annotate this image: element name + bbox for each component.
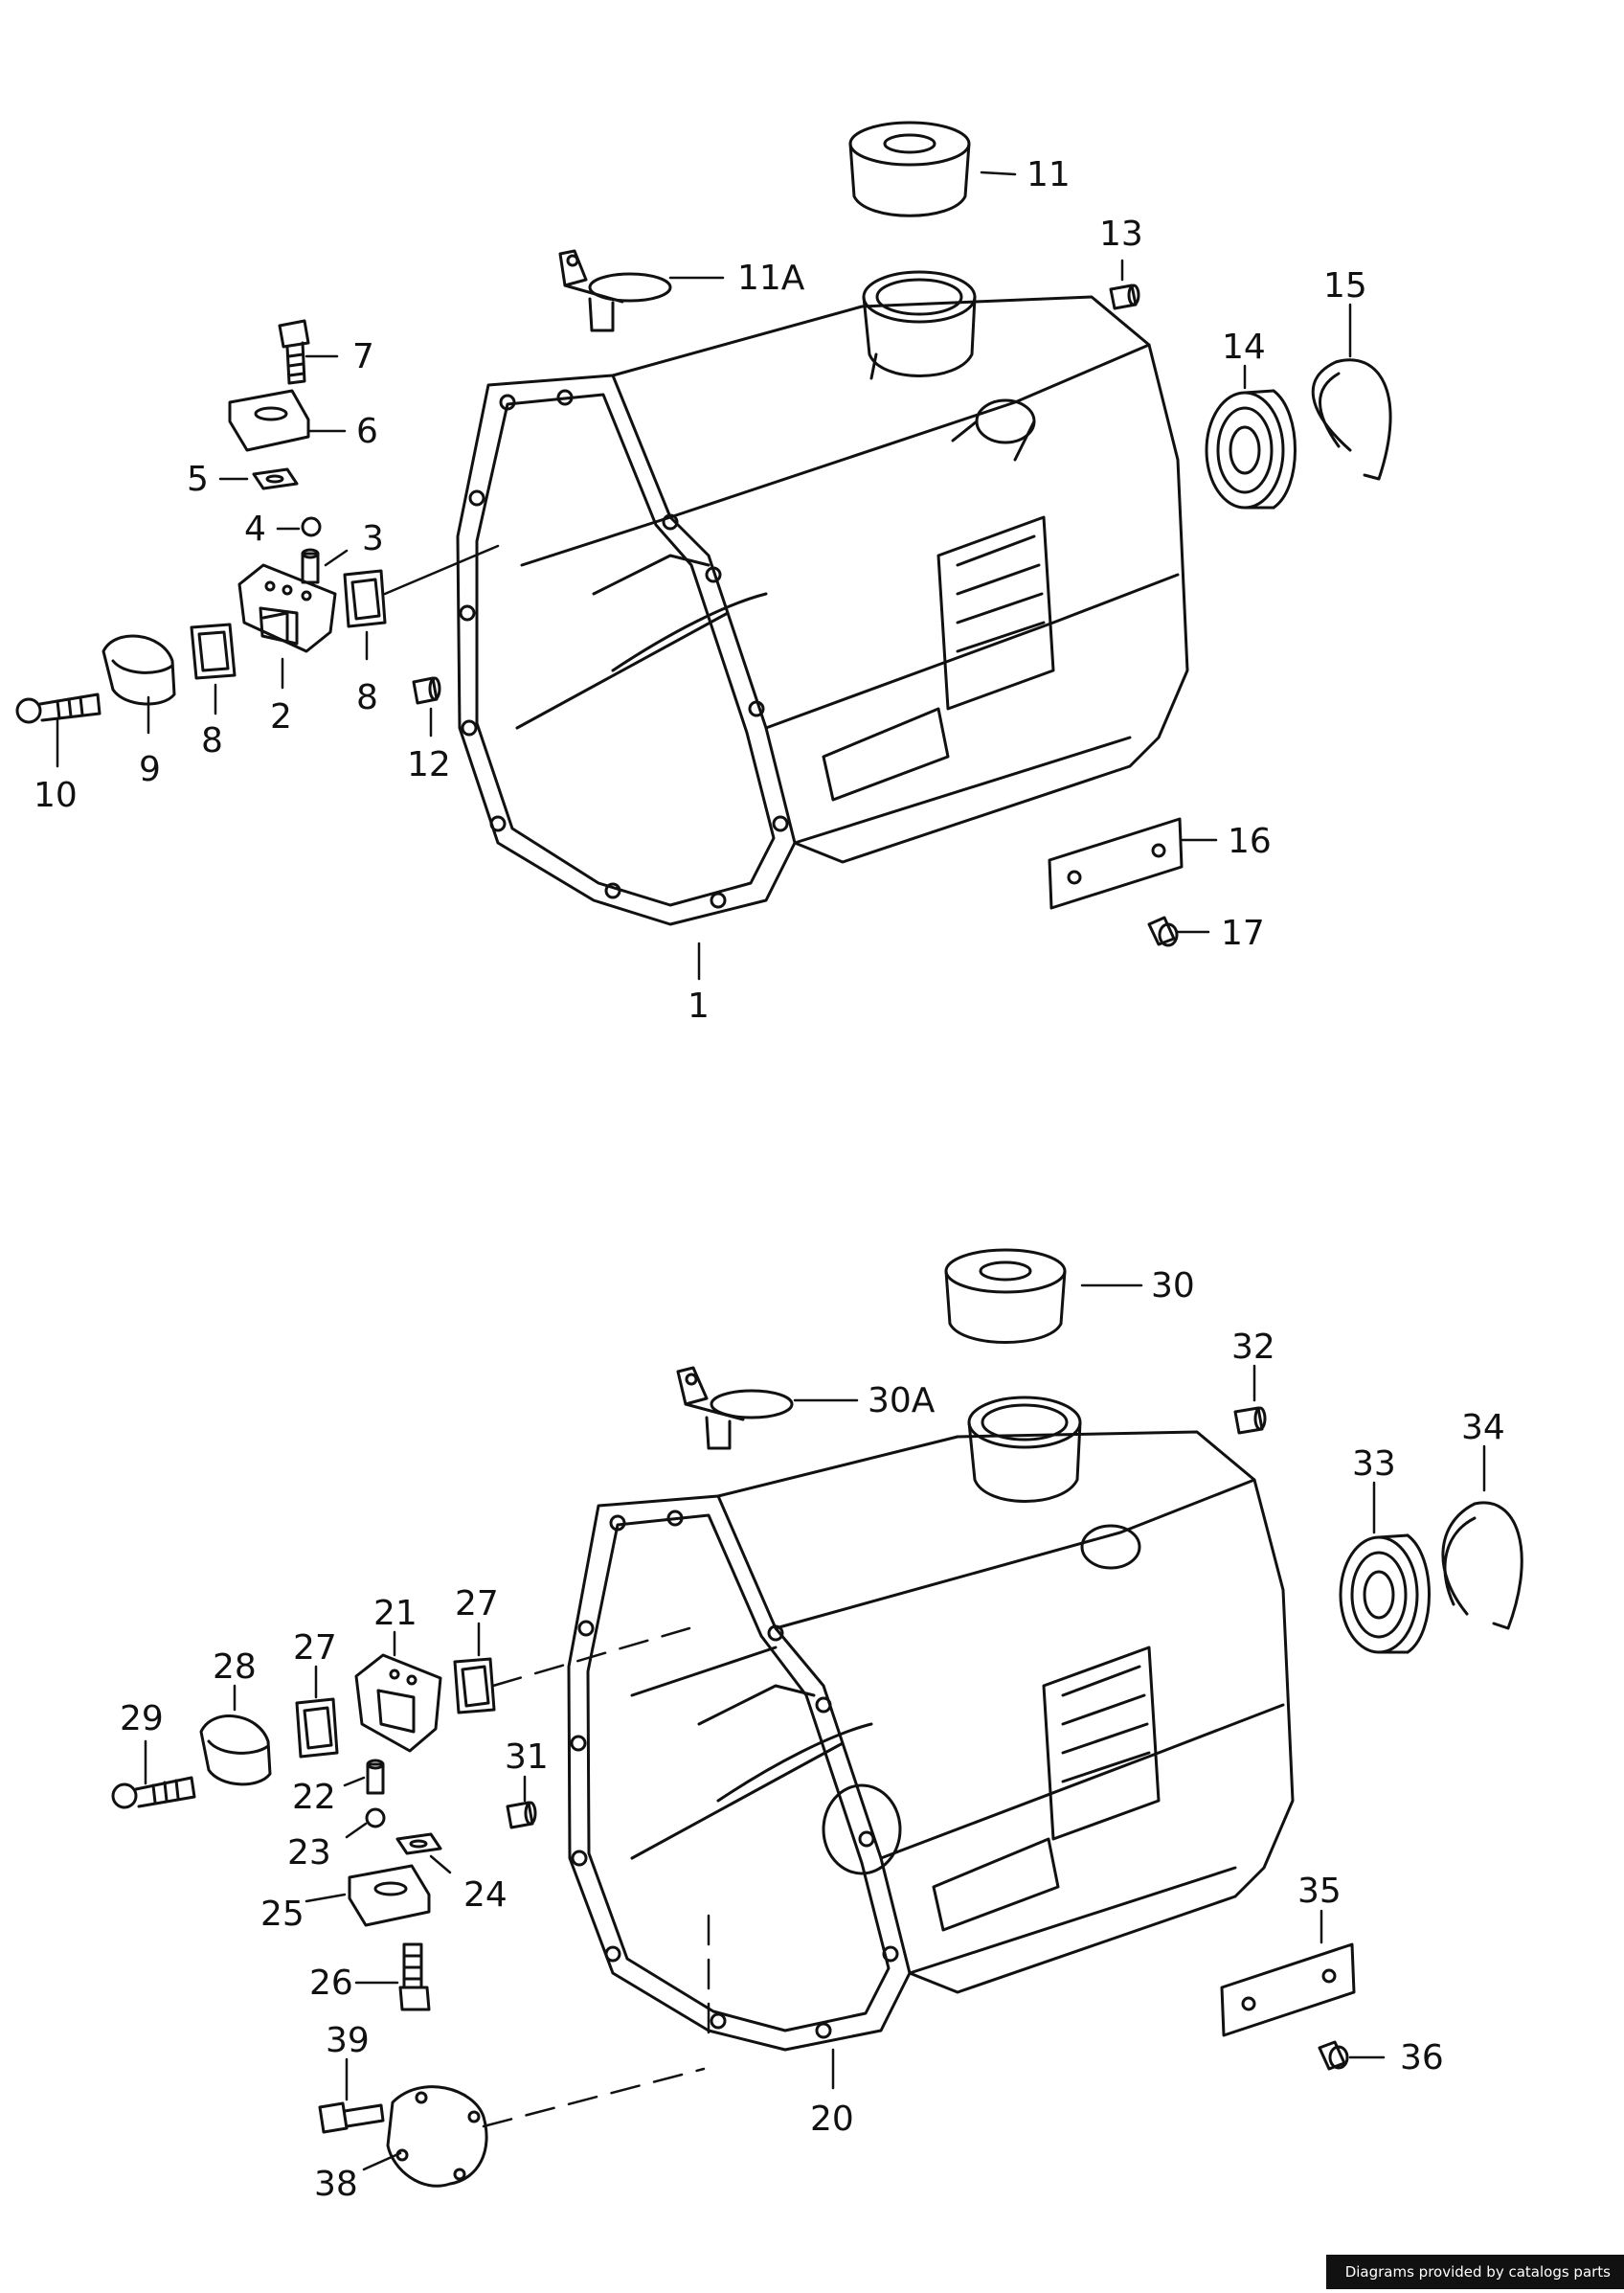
ball-23: [365, 1807, 386, 1828]
dowel-pin-13: [1109, 284, 1140, 310]
callout-label: 14: [1222, 328, 1266, 367]
dowel-pin-12: [412, 676, 441, 705]
callout-label: 27: [455, 1584, 499, 1623]
dowel-pin-31: [506, 1801, 537, 1829]
detent-pin-3: [301, 548, 320, 584]
cover-plate-38: [386, 2085, 488, 2188]
callout-label: 3: [362, 519, 384, 558]
bearing-33: [1339, 1533, 1431, 1654]
callout-label: 36: [1400, 2038, 1444, 2077]
callout-label: 38: [314, 2165, 358, 2204]
callout-label: 17: [1221, 914, 1265, 953]
callout-label: 12: [407, 745, 451, 784]
rivet-17: [1147, 916, 1179, 947]
callout-label: 8: [356, 678, 378, 717]
callout-label: 26: [309, 1964, 353, 2003]
dowel-pin-32: [1233, 1406, 1267, 1435]
plate-35: [1220, 1942, 1356, 2037]
callout-label: 5: [187, 460, 209, 499]
callout-label: 28: [213, 1647, 257, 1687]
callout-label: 22: [292, 1778, 336, 1817]
diagram-bottom: 30 30A 32 34 33 21 27 27 28 29 22 23 24 …: [111, 1248, 1523, 2204]
bolt-39: [318, 2101, 385, 2134]
callout-label: 2: [270, 697, 292, 737]
callout-label: 7: [352, 337, 374, 376]
callout-label: 33: [1352, 1444, 1396, 1484]
callout-label: 21: [373, 1594, 417, 1633]
callout-labels-bottom: 30 30A 32 34 33 21 27 27 28 29 22 23 24 …: [120, 1266, 1505, 2204]
callout-label: 34: [1461, 1408, 1505, 1447]
shaft-seal-11: [848, 121, 971, 217]
bearing-14: [1205, 389, 1297, 510]
callout-label: 1: [688, 987, 710, 1026]
callout-label: 15: [1323, 266, 1367, 306]
callout-labels-top: 11 11A 13 15 14 7 6 5 4 3 2 8 8 9 10 12 …: [34, 155, 1367, 1026]
shaft-seal-30: [944, 1248, 1067, 1344]
bracket-21: [354, 1653, 442, 1753]
bolt-26: [398, 1942, 431, 2011]
circlip-34: [1441, 1501, 1523, 1630]
callout-label: 20: [810, 2100, 854, 2139]
callout-label: 16: [1228, 822, 1272, 861]
end-cover-9: [102, 634, 176, 706]
spacer-6: [228, 389, 310, 452]
filler-plug-30a: [676, 1366, 794, 1450]
transmission-housing-bottom: [567, 1396, 1295, 2052]
callout-label: 8: [201, 721, 223, 761]
callout-label: 11A: [737, 259, 805, 298]
callout-label: 9: [139, 750, 161, 789]
callout-label: 13: [1099, 215, 1143, 254]
rivet-36: [1318, 2040, 1349, 2071]
callout-label: 29: [120, 1699, 164, 1738]
gasket-8-left: [190, 623, 237, 680]
callout-label: 35: [1297, 1872, 1342, 1911]
callout-label: 25: [260, 1895, 304, 1934]
callout-label: 30: [1151, 1266, 1195, 1305]
callout-label: 31: [505, 1737, 549, 1777]
gasket-8-right: [343, 569, 387, 628]
detent-pin-22: [366, 1759, 385, 1795]
transmission-housing-top: [456, 270, 1189, 926]
spacer-25: [348, 1864, 431, 1927]
leader-lines-bottom: [144, 1283, 1486, 2171]
circlip-15: [1311, 358, 1392, 481]
gasket-24: [395, 1832, 442, 1855]
diagram-top: 11 11A 13 15 14 7 6 5 4 3 2 8 8 9 10 12 …: [15, 121, 1392, 1026]
gasket-5: [252, 467, 299, 490]
callout-label: 30A: [868, 1381, 936, 1420]
callout-label: 24: [463, 1875, 508, 1915]
bolt-29: [111, 1776, 196, 1809]
callout-label: 27: [293, 1628, 337, 1668]
callout-label: 11: [1026, 155, 1071, 194]
gasket-27-right: [453, 1657, 496, 1714]
filler-plug-11a: [558, 249, 672, 332]
bolt-7: [278, 319, 310, 385]
end-cover-28: [199, 1714, 272, 1786]
callout-label: 39: [326, 2021, 370, 2060]
callout-label: 10: [34, 776, 78, 815]
callout-label: 6: [356, 412, 378, 451]
credit-banner: Diagrams provided by catalogs parts: [1325, 2255, 1624, 2289]
gasket-27-left: [295, 1697, 339, 1759]
callout-label: 4: [244, 510, 266, 549]
bracket-2: [237, 563, 337, 653]
bolt-10: [15, 692, 102, 724]
ball-4: [301, 516, 322, 537]
callout-label: 32: [1231, 1328, 1275, 1367]
plate-16: [1048, 817, 1184, 910]
callout-label: 23: [287, 1833, 331, 1873]
leader-lines-top: [56, 170, 1352, 981]
